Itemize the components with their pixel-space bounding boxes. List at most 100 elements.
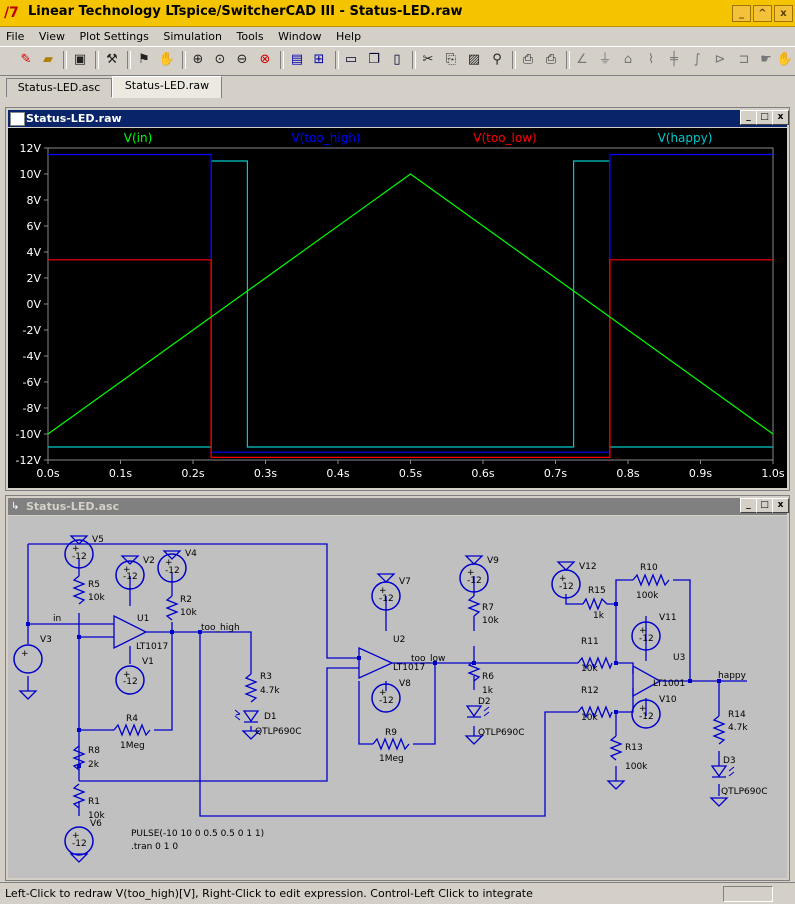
resistor-icon[interactable]: ⌇ — [647, 52, 655, 67]
spice-directive-pulse[interactable]: PULSE(-10 10 0 0.5 0.5 0 1 1) — [131, 829, 264, 839]
r9-value: 1Meg — [379, 754, 404, 764]
menu-window[interactable]: Window — [278, 30, 322, 43]
x-tick-label: 0.3s — [254, 467, 277, 480]
r6-label: R6 — [482, 672, 494, 682]
find-icon[interactable]: ⚲ — [492, 52, 502, 67]
v7-value: -12 — [379, 594, 394, 604]
y-tick-label: 0V — [26, 298, 41, 311]
menu-file[interactable]: File — [6, 30, 25, 43]
r1-value: 10k — [88, 811, 105, 821]
r15-value: 1k — [593, 611, 605, 621]
move-hand-icon[interactable]: ☛ — [760, 52, 772, 67]
d1-part: QTLP690C — [255, 727, 302, 737]
label-net-icon[interactable]: ⌂ — [623, 52, 633, 67]
tab-status-led-raw[interactable]: Status-LED.raw — [112, 76, 222, 98]
cascade-icon[interactable]: ❐ — [368, 52, 380, 67]
run-icon[interactable]: ⚑ — [138, 52, 150, 67]
toolbar: ✎ ▰ ▣ ⚒ ⚑ ✋ ⊕ ⊙ ⊖ ⊗ ▤ ⊞ ▭ ❐ ▯ ✂ ⎘ ▨ ⚲ ⎙ … — [0, 46, 795, 76]
plot-maximize-button[interactable]: □ — [756, 110, 773, 125]
trace-label[interactable]: V(in) — [124, 131, 153, 145]
zoom-fit-icon[interactable]: ⊗ — [259, 52, 271, 67]
net-label-too-high: too_high — [201, 623, 240, 633]
autorange-icon[interactable]: ▤ — [290, 52, 304, 67]
d3-part: QTLP690C — [721, 787, 768, 797]
print-preview-icon[interactable]: ⎙ — [522, 52, 534, 67]
component-icon[interactable]: ⊐ — [738, 52, 750, 67]
new-schematic-icon[interactable]: ✎ — [20, 52, 32, 67]
plot-zoom-icon[interactable]: ⊞ — [313, 52, 325, 67]
open-icon[interactable]: ▰ — [43, 52, 53, 67]
spice-directive-tran[interactable]: .tran 0 1 0 — [131, 842, 178, 852]
schematic-minimize-button[interactable]: _ — [740, 498, 757, 513]
ground-icon[interactable]: ⏚ — [598, 52, 612, 67]
r5-label: R5 — [88, 580, 100, 590]
schematic-close-button[interactable]: x — [772, 498, 789, 513]
v1-label: V1 — [142, 657, 154, 667]
x-tick-label: 0.6s — [471, 467, 494, 480]
minimize-button[interactable]: _ — [732, 5, 751, 22]
trace-label[interactable]: V(happy) — [658, 131, 713, 145]
series-line — [48, 259, 773, 458]
ltspice-logo-icon: /7 — [4, 5, 19, 21]
u2-label: U2 — [393, 635, 405, 645]
trace-label[interactable]: V(too_high) — [291, 131, 360, 145]
menu-tools[interactable]: Tools — [236, 30, 264, 43]
zoom-pan-icon[interactable]: ⊙ — [214, 52, 226, 67]
r11-label: R11 — [581, 637, 599, 647]
menu-simulation[interactable]: Simulation — [163, 30, 222, 43]
close-button[interactable]: x — [774, 5, 793, 22]
v2-label: V2 — [143, 556, 155, 566]
tab-status-led-asc[interactable]: Status-LED.asc — [6, 78, 112, 97]
plot-close-button[interactable]: x — [772, 110, 789, 125]
series-line — [48, 153, 773, 453]
waveform-plot[interactable]: 12V10V8V6V4V2V0V-2V-4V-6V-8V-10V-12V0.0s… — [8, 128, 787, 488]
tile-horizontal-icon[interactable]: ▭ — [344, 52, 358, 67]
u2-part: LT1017 — [393, 663, 425, 673]
cut-icon[interactable]: ✂ — [422, 52, 434, 67]
wire-icon[interactable]: ∠ — [576, 52, 588, 67]
schematic-maximize-button[interactable]: □ — [756, 498, 773, 513]
menu-plot-settings[interactable]: Plot Settings — [79, 30, 149, 43]
zoom-in-icon[interactable]: ⊕ — [192, 52, 204, 67]
v12-label: V12 — [579, 562, 597, 572]
print-icon[interactable]: ⎙ — [545, 52, 557, 67]
menu-view[interactable]: View — [38, 30, 66, 43]
x-tick-label: 0.9s — [689, 467, 712, 480]
net-label-happy: happy — [718, 671, 747, 681]
plot-minimize-button[interactable]: _ — [740, 110, 757, 125]
r7-value: 10k — [482, 616, 499, 626]
d1-label: D1 — [264, 712, 277, 722]
copy-icon[interactable]: ⎘ — [445, 52, 457, 67]
v8-value: -12 — [379, 696, 394, 706]
v3-label: V3 — [40, 635, 52, 645]
maximize-button[interactable]: ^ — [753, 5, 772, 22]
y-tick-label: 8V — [26, 194, 41, 207]
r5-value: 10k — [88, 593, 105, 603]
trace-label[interactable]: V(too_low) — [473, 131, 536, 145]
menu-help[interactable]: Help — [335, 30, 362, 43]
y-tick-label: 12V — [19, 142, 41, 155]
paste-icon[interactable]: ▨ — [467, 52, 481, 67]
zoom-out-icon[interactable]: ⊖ — [236, 52, 248, 67]
control-panel-icon[interactable]: ⚒ — [106, 52, 118, 67]
drag-hand-icon[interactable]: ✋ — [776, 52, 794, 67]
inductor-icon[interactable]: ∫ — [693, 52, 701, 67]
v10-label: V10 — [659, 695, 677, 705]
v6-label: V6 — [90, 819, 102, 829]
pan-hand-icon[interactable]: ✋ — [158, 52, 176, 67]
save-icon[interactable]: ▣ — [73, 52, 87, 67]
document-tabs: Status-LED.asc Status-LED.raw — [0, 76, 795, 98]
v12-value: -12 — [559, 582, 574, 592]
v8-label: V8 — [399, 679, 411, 689]
u1-part: LT1017 — [136, 642, 168, 652]
series-line — [47, 173, 774, 435]
status-bar: Left-Click to redraw V(too_high)[V], Rig… — [0, 882, 795, 904]
diode-icon[interactable]: ⊳ — [714, 52, 726, 67]
tile-vertical-icon[interactable]: ▯ — [393, 52, 401, 67]
x-tick-label: 0.7s — [544, 467, 567, 480]
d2-part: QTLP690C — [478, 728, 525, 738]
schematic-canvas[interactable]: + — [8, 516, 787, 878]
capacitor-icon[interactable]: ╪ — [670, 52, 678, 67]
v6-value: -12 — [72, 839, 87, 849]
r9-label: R9 — [385, 728, 397, 738]
